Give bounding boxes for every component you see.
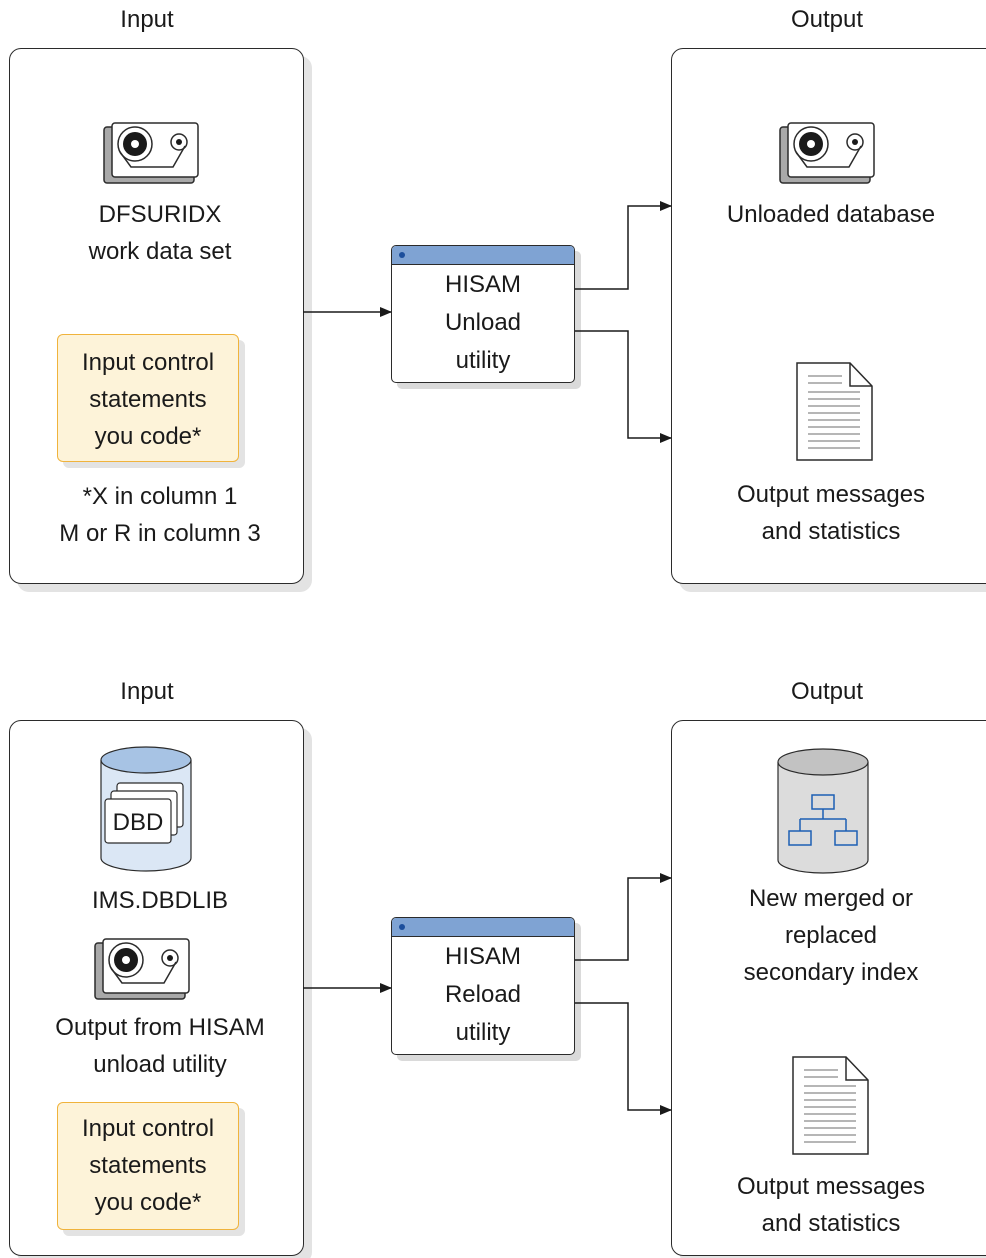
messages-label: Output messages and statistics xyxy=(736,1173,926,1237)
tape-label: DFSURIDX work data set xyxy=(88,201,232,265)
window-titlebar xyxy=(392,918,574,937)
dbd-text: DBD xyxy=(113,809,164,836)
tape-icon xyxy=(103,122,199,184)
dbdlib-label: IMS.DBDLIB xyxy=(91,887,229,914)
control-statements-note: Input control statements you code* xyxy=(57,1102,239,1230)
top-input-heading: Input xyxy=(120,6,174,33)
window-titlebar xyxy=(392,246,574,265)
bottom-input-heading: Input xyxy=(120,678,174,705)
unload-output-label: Output from HISAM unload utility xyxy=(55,1014,265,1078)
messages-label: Output messages and statistics xyxy=(736,481,926,545)
secondary-index-label: New merged or replaced secondary index xyxy=(743,885,919,986)
tape-icon xyxy=(94,938,190,1000)
hisam-reload-utility: HISAM Reload utility xyxy=(391,917,575,1055)
document-icon xyxy=(796,362,873,461)
bottom-output-heading: Output xyxy=(790,678,864,705)
top-connectors xyxy=(303,201,672,443)
document-icon xyxy=(792,1056,869,1155)
footnote: *X in column 1 M or R in column 3 xyxy=(59,483,261,547)
secondary-index-database-icon xyxy=(777,748,869,874)
unloaded-database-label: Unloaded database xyxy=(726,201,936,228)
tape-icon xyxy=(779,122,875,184)
database-icon: DBD xyxy=(100,746,192,872)
hisam-unload-utility: HISAM Unload utility xyxy=(391,245,575,383)
top-output-heading: Output xyxy=(790,6,864,33)
control-statements-note: Input control statements you code* xyxy=(57,334,239,462)
